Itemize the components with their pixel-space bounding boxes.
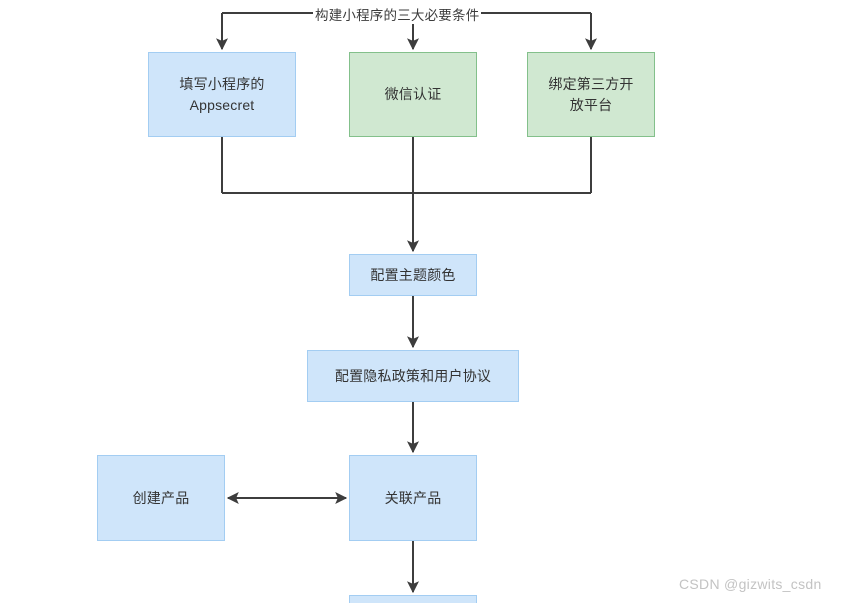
node-third-party[interactable]: 绑定第三方开 放平台 (527, 52, 655, 137)
node-appsecret-label: 填写小程序的 Appsecret (179, 76, 265, 113)
node-appsecret[interactable]: 填写小程序的 Appsecret (148, 52, 296, 137)
node-third-party-label: 绑定第三方开 放平台 (548, 76, 634, 113)
node-privacy-policy[interactable]: 配置隐私政策和用户协议 (307, 350, 519, 402)
node-link-product[interactable]: 关联产品 (349, 455, 477, 541)
edge-label-three-conditions: 构建小程序的三大必要条件 (313, 4, 482, 24)
node-link-product-label: 关联产品 (384, 489, 442, 506)
node-theme-color-label: 配置主题颜色 (370, 266, 456, 283)
node-create-product[interactable]: 创建产品 (97, 455, 225, 541)
node-theme-color[interactable]: 配置主题颜色 (349, 254, 477, 296)
csdn-watermark: CSDN @gizwits_csdn (679, 576, 822, 592)
node-privacy-policy-label: 配置隐私政策和用户协议 (334, 367, 492, 384)
node-wechat-auth[interactable]: 微信认证 (349, 52, 477, 137)
node-wechat-auth-label: 微信认证 (384, 86, 442, 103)
node-next-step-partial[interactable] (349, 595, 477, 603)
node-create-product-label: 创建产品 (132, 489, 190, 506)
